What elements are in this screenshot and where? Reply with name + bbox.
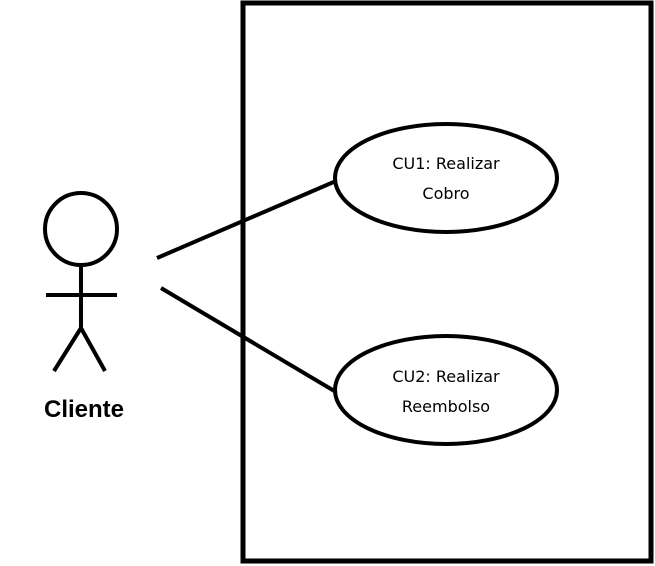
association-cu2	[159, 286, 338, 394]
actor-left-leg	[52, 326, 83, 373]
actor-label: Cliente	[44, 396, 124, 423]
use-case-cu1: CU1: Realizar Cobro	[333, 122, 559, 234]
use-case-cu2-line1: CU2: Realizar	[392, 367, 500, 386]
association-cu1	[156, 179, 337, 260]
use-case-cu1-line2: Cobro	[422, 184, 469, 203]
actor-right-leg	[79, 327, 107, 372]
actor-cliente: Cliente	[43, 191, 124, 423]
actor-head	[43, 191, 119, 267]
use-case-cu2-ellipse	[333, 334, 559, 446]
use-case-cu2-line2: Reembolso	[402, 397, 490, 416]
use-case-cu2: CU2: Realizar Reembolso	[333, 334, 559, 446]
system-boundary	[240, 0, 654, 564]
use-case-cu1-ellipse	[333, 122, 559, 234]
use-case-cu1-line1: CU1: Realizar	[392, 154, 500, 173]
